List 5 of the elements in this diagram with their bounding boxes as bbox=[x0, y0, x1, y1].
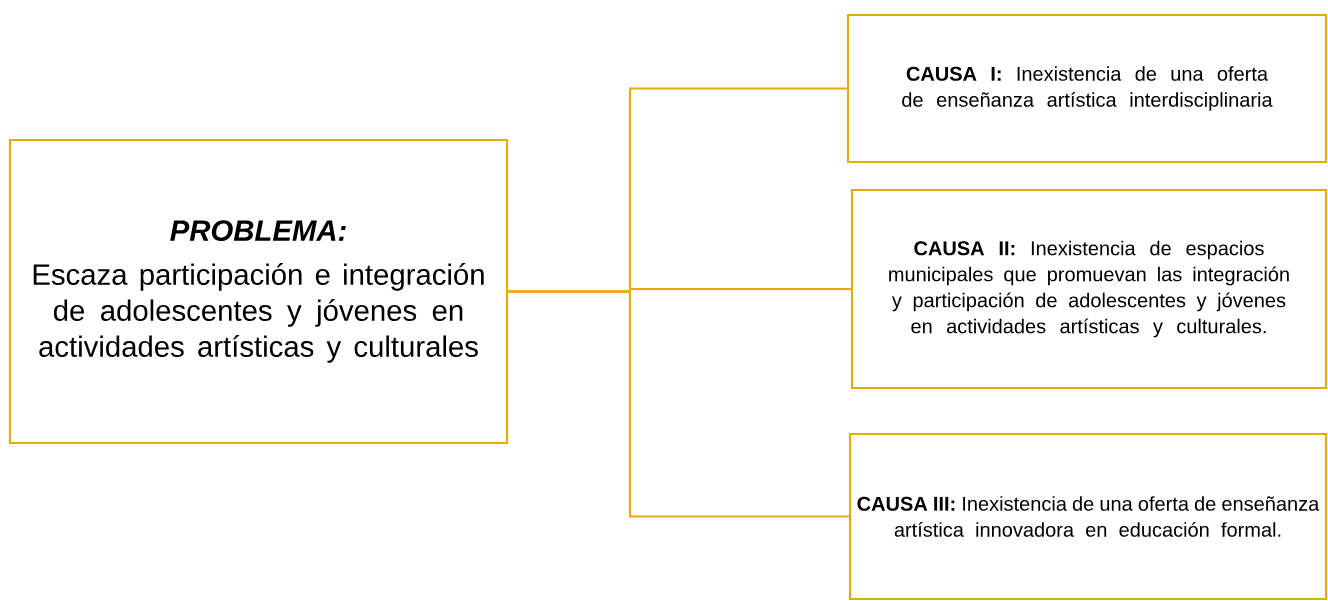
problem-box: PROBLEMA: Escaza participación e integración de adolescentes y jóvenes en actividades artísticas y culturales bbox=[8, 138, 509, 445]
cause-box: CAUSA II: Inexistencia de espacios municipales que promuevan las integración y participación de adolescentes y jóvenes en actividades artísticas y culturales. bbox=[850, 188, 1328, 390]
cause-box: CAUSA III: Inexistencia de una oferta de enseñanza artística innovadora en educación formal. bbox=[848, 432, 1328, 601]
connector bbox=[508, 290, 849, 518]
cause-box: CAUSA I: Inexistencia de una oferta de enseñanza artística interdisciplinaria bbox=[846, 13, 1328, 164]
